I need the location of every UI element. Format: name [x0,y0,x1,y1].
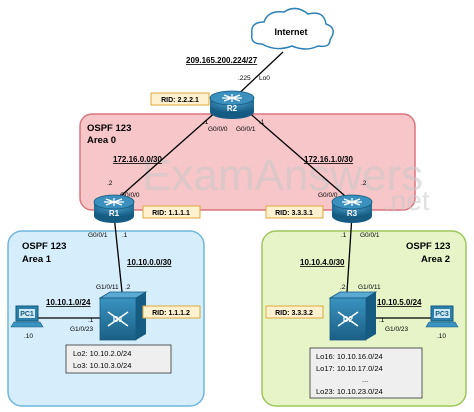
area2-uplink-subnet: 10.10.4.0/30 [300,258,345,267]
d2-loopback-3: Lo23: 10.10.23.0/24 [316,387,383,396]
r2-name: R2 [227,104,238,113]
pc1-addr: .10 [24,333,33,340]
r1-up-if: G0/0/0 [120,192,140,199]
pc1-name: PC1 [20,311,34,318]
d2-rid: RID: 3.3.3.2 [275,310,313,317]
r2-rid-box [150,92,210,106]
area1-pc-subnet: 10.10.1.0/24 [46,298,91,307]
area2-subtitle: Area 2 [421,254,450,265]
r1-up-addr: .2 [107,180,113,187]
d1-rid-box [142,305,201,319]
d1-rid: RID: 1.1.1.2 [152,310,190,317]
r2-right-if: G0/0/1 [236,126,256,133]
internet-subnet: 209.165.200.224/27 [186,56,258,65]
switch-d2-icon[interactable] [328,291,378,341]
pc1-icon[interactable] [10,305,44,328]
switch-d1-icon[interactable] [98,291,148,341]
d2-loopback-1: Lo17: 10.10.17.0/24 [316,364,383,373]
area0-subnet-right: 172.16.1.0/30 [304,155,353,164]
d2-up-addr: .2 [340,284,346,291]
r1-rid-box [142,205,201,219]
d2-loopback-ellipsis: ... [362,375,368,384]
internet-cloud-icon [250,7,334,50]
area0-subtitle: Area 0 [87,135,116,146]
area2-title: OSPF 123 [406,241,450,252]
link-r2-r1 [113,109,219,203]
area1-title: OSPF 123 [22,241,66,252]
link-r2-r3 [245,109,353,203]
d2-pc-addr: .1 [379,317,385,324]
r1-down-if: G0/0/1 [88,232,108,239]
r3-down-if: G0/0/1 [360,232,380,239]
r3-rid: RID: 3.3.3.1 [275,210,313,217]
pc3-icon[interactable] [425,305,459,328]
r2-left-addr: .1 [203,119,209,126]
area0-subnet-left: 172.16.0.0/30 [113,155,162,164]
router-r1-icon[interactable] [93,194,135,223]
d1-name: D1 [113,315,124,324]
link-r1-d1 [113,214,123,293]
d2-rid-box [265,305,324,319]
d1-pc-if: G1/0/23 [70,326,94,333]
r3-down-addr: .1 [341,232,347,239]
area0-title: OSPF 123 [87,123,131,134]
r1-down-addr: .1 [122,232,128,239]
router-r3-icon[interactable] [331,194,373,223]
area1-subtitle: Area 1 [22,254,52,265]
d1-up-addr: .2 [125,284,131,291]
r2-lo0-label: Lo0 [259,75,270,82]
d1-up-if: G1/0/11 [96,284,119,291]
router-r2-icon[interactable] [209,90,255,119]
watermark-text: ExamAnswers [142,151,423,200]
area1-uplink-subnet: 10.10.0.0/30 [127,258,172,267]
r1-name: R1 [109,209,120,218]
r2-left-if: G0/0/0 [208,126,228,133]
d2-name: D2 [343,315,354,324]
pc3-name: PC3 [435,311,449,318]
area2-pc-subnet: 10.10.5.0/24 [377,298,422,307]
watermark-tld: .net [383,185,430,216]
d1-loopback-0: Lo2: 10.10.2.0/24 [73,349,131,358]
r3-rid-box [265,205,324,219]
d2-loopback-box [309,347,423,399]
d1-pc-addr: .1 [88,317,94,324]
r3-up-if: G0/0/0 [318,192,338,199]
r3-name: R3 [347,209,358,218]
r3-up-addr: .2 [361,180,367,187]
d2-loopback-0: Lo16: 10.10.16.0/24 [316,352,383,361]
r2-lo0-addr: .225 [238,75,251,82]
pc3-addr: .10 [437,333,446,340]
d1-loopback-1: Lo3: 10.10.3.0/24 [73,361,131,370]
d2-up-if: G1/0/11 [358,284,381,291]
d1-loopback-box [65,344,172,374]
r1-rid: RID: 1.1.1.1 [152,210,190,217]
link-r3-d2 [346,214,353,293]
d2-pc-if: G1/0/23 [385,326,409,333]
internet-label: Internet [274,27,307,37]
r2-right-addr: .1 [259,119,265,126]
r2-rid: RID: 2.2.2.1 [161,97,199,104]
